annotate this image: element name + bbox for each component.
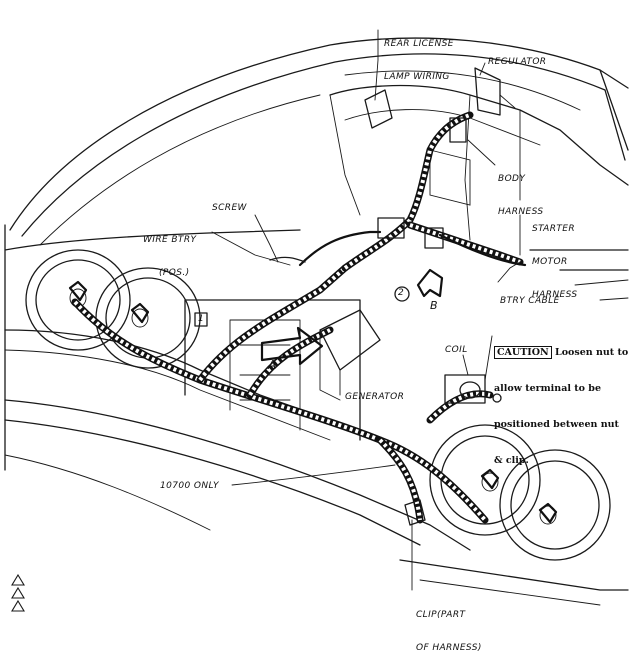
- caution-line-1: CAUTION Loosen nut to: [494, 346, 629, 359]
- caution-note: CAUTION Loosen nut to allow terminal to …: [494, 323, 628, 479]
- caution-text: Loosen nut to: [551, 347, 629, 358]
- wiring-diagram: REAR LICENSE LAMP WIRING REGULATOR BODY …: [4, 17, 629, 653]
- label-btry-cable: BTRY CABLE: [500, 296, 560, 306]
- engine-bay-illustration: [4, 29, 629, 606]
- coil: [444, 374, 502, 404]
- leader-screw: [254, 214, 279, 263]
- leader-coil: [462, 354, 469, 376]
- left-fender: [4, 224, 301, 471]
- leader-rear-license: [374, 29, 379, 101]
- caution-line-4: & clip.: [494, 455, 529, 466]
- leader-wire-btry: [211, 231, 291, 266]
- label-line: WIRE BTRY: [143, 235, 197, 245]
- callout-1: 1: [198, 314, 205, 324]
- main-wiring-harness: [71, 111, 524, 524]
- caution-line-2: allow terminal to be: [494, 383, 601, 394]
- leader-body-harness: [467, 139, 496, 166]
- label-view-a: A: [268, 358, 277, 372]
- generator-bracket: [319, 309, 381, 371]
- connector-block: [377, 217, 405, 239]
- leader-regulator: [479, 62, 486, 76]
- label-line: OF HARNESS): [416, 643, 482, 653]
- label-line: LAMP WIRING: [384, 72, 450, 82]
- hood-outline: [9, 37, 629, 231]
- label-coil: COIL: [445, 345, 468, 355]
- label-screw: SCREW: [212, 203, 247, 213]
- label-regulator: REGULATOR: [488, 57, 547, 67]
- leader-btry-cable: [497, 261, 521, 283]
- label-generator: GENERATOR: [345, 392, 405, 402]
- view-b-bracket: [416, 268, 444, 298]
- label-line: HARNESS: [532, 290, 578, 300]
- label-clip-part-of-harness: CLIP(PART OF HARNESS): [416, 588, 482, 665]
- caution-word: CAUTION: [494, 346, 552, 359]
- label-line: REAR LICENSE: [384, 39, 454, 49]
- label-line: BODY: [498, 174, 526, 184]
- stacked-triangle-marks-icon: [10, 574, 26, 614]
- label-line: HARNESS: [498, 207, 544, 217]
- leader-caution: [484, 335, 493, 381]
- callout-2: 2: [398, 288, 405, 298]
- leader-10700: [231, 464, 396, 486]
- label-rear-license-lamp-wiring: REAR LICENSE LAMP WIRING: [384, 17, 454, 94]
- front-valance: [4, 399, 471, 551]
- label-starter-motor-harness: STARTER MOTOR HARNESS: [532, 202, 578, 312]
- caution-line-3: positioned between nut: [494, 419, 619, 430]
- label-line: MOTOR: [532, 257, 568, 267]
- battery-cable: [298, 230, 382, 267]
- label-view-b: B: [430, 299, 438, 312]
- label-line: (POS.): [159, 268, 190, 278]
- label-10700-only: 10700 ONLY: [160, 481, 219, 491]
- label-body-harness: BODY HARNESS: [498, 152, 544, 229]
- label-wire-btry-pos: WIRE BTRY (POS.): [143, 213, 196, 290]
- label-line: CLIP(PART: [416, 610, 466, 620]
- view-a-arrow: [260, 326, 324, 366]
- label-line: STARTER: [532, 224, 576, 234]
